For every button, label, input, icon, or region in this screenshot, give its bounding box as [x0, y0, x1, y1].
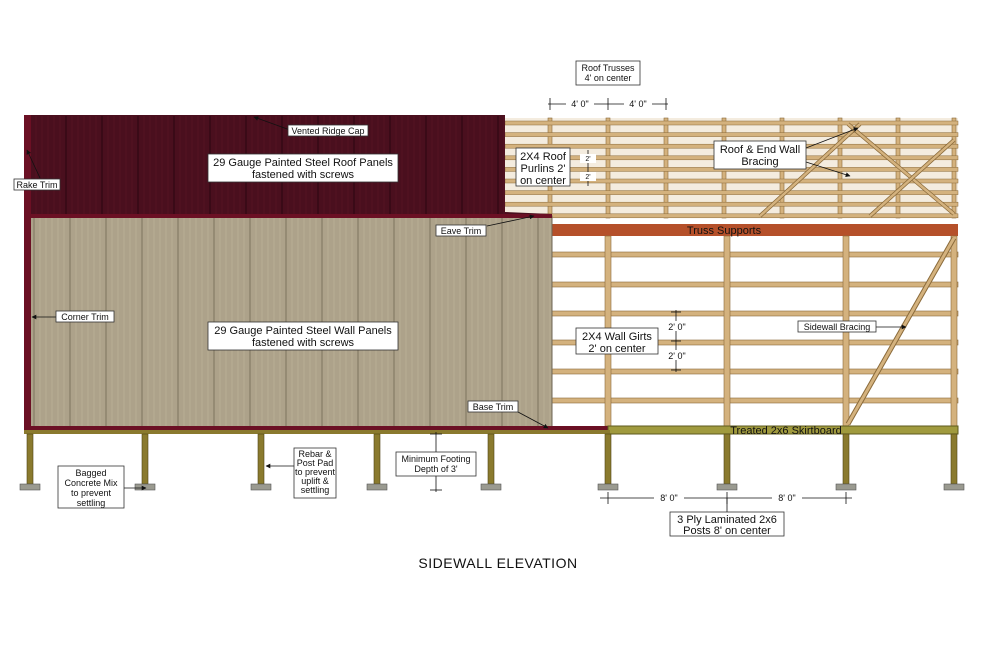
roof-brace-fill [869, 139, 955, 217]
roof-purlin [504, 120, 959, 126]
posts-line-2: Posts 8' on center [683, 525, 771, 537]
footing-post [141, 433, 149, 485]
roof-panels-label: 29 Gauge Painted Steel Roof Panels faste… [207, 153, 399, 183]
roof-brace-fill [759, 123, 861, 217]
wall-panels-label: 29 Gauge Painted Steel Wall Panels faste… [207, 321, 399, 351]
post-pad [480, 483, 502, 491]
rebar-line-3: to prevent [295, 467, 336, 477]
sidewall-bracing-label: Sidewall Bracing [797, 320, 907, 333]
footing-depth-label: Minimum Footing Depth of 3' [395, 432, 477, 492]
sidewall-brace-fill [846, 237, 956, 425]
eave-trim-bar [30, 214, 552, 218]
eave-trim-label: Eave Trim [435, 214, 535, 237]
post-pad [134, 483, 156, 491]
vented-ridge-cap-text: Vented Ridge Cap [291, 126, 364, 136]
footing-post [487, 433, 495, 485]
roof-brace-fill [847, 123, 955, 215]
roof-purlins-line-1: 2X4 Roof [520, 151, 567, 163]
purlin-dim-top: 2' [585, 156, 590, 163]
base-trim-label: Base Trim [467, 400, 549, 429]
rebar-line-2: Post Pad [297, 458, 334, 468]
footing-post [26, 433, 34, 485]
base-trim-bar [24, 426, 610, 430]
roof-purlins-line-2: Purlins 2' [521, 163, 566, 175]
post-pad [835, 483, 857, 491]
sidewall-bracing-text: Sidewall Bracing [804, 322, 871, 332]
roof-purlin [504, 190, 959, 195]
truss-support-band [550, 224, 958, 236]
corner-trim [24, 115, 31, 430]
post-spacing-dimension: 8' 0" 8' 0" 3 Ply Laminated 2x6 Posts 8'… [600, 492, 852, 537]
footing-post [373, 433, 381, 485]
post-pad [19, 483, 41, 491]
roof-trusses-line-1: Roof Trusses [581, 63, 635, 73]
bagged-concrete-label: Bagged Concrete Mix to prevent settling [57, 465, 147, 509]
rebar-post-pad-label: Rebar & Post Pad to prevent uplift & set… [265, 447, 337, 499]
roof-panels-line-2: fastened with screws [252, 169, 355, 181]
posts-line-1: 3 Ply Laminated 2x6 [677, 514, 777, 526]
rake-trim-text: Rake Trim [16, 180, 57, 190]
roof-trusses-line-2: 4' on center [585, 73, 632, 83]
roof-trusses-label: Roof Trusses 4' on center [575, 60, 641, 86]
footing-post-group [19, 433, 965, 491]
post-pad [250, 483, 272, 491]
wall-girts-label: 2X4 Wall Girts 2' on center 2' 0" 2' 0" [575, 310, 692, 372]
roof-purlin [504, 132, 959, 137]
drawing-title: SIDEWALL ELEVATION [418, 555, 577, 571]
purlin-dim-bottom: 2' [585, 174, 590, 181]
skirtboard-under-panels [24, 430, 610, 434]
vented-ridge-cap-label: Vented Ridge Cap [253, 116, 369, 137]
footing-post [604, 433, 612, 485]
truss-dim-left: 4' 0" [571, 99, 588, 109]
truss-dim-right: 4' 0" [629, 99, 646, 109]
wall-post [723, 235, 731, 427]
roof-panels-line-1: 29 Gauge Painted Steel Roof Panels [213, 157, 393, 169]
footing-depth-line-1: Minimum Footing [401, 454, 470, 464]
footing-post [257, 433, 265, 485]
post-pad [366, 483, 388, 491]
truss-spacing-dimension: 4' 0" 4' 0" [548, 98, 668, 110]
corner-trim-text: Corner Trim [61, 312, 109, 322]
roof-purlins-label: 2X4 Roof Purlins 2' on center 2' 2' [515, 147, 596, 187]
rebar-line-4: uplift & [301, 476, 329, 486]
roof-bracing-line-1: Roof & End Wall [720, 144, 800, 156]
truss-supports-text: Truss Supports [687, 225, 762, 237]
rebar-line-5: settling [301, 485, 330, 495]
bagged-line-3: to prevent [71, 488, 112, 498]
corner-trim-label: Corner Trim [31, 310, 115, 323]
roof-purlin [504, 201, 959, 207]
roof-bracing-label: Roof & End Wall Bracing [713, 127, 859, 177]
wall-panels-line-2: fastened with screws [252, 337, 355, 349]
wall-girts-line-2: 2' on center [588, 343, 645, 355]
wall-girts-line-1: 2X4 Wall Girts [582, 331, 652, 343]
rake-trim-label: Rake Trim [13, 149, 61, 191]
roof-purlins-line-3: on center [520, 175, 566, 187]
girt-dim-top: 2' 0" [668, 322, 685, 332]
footing-post [842, 433, 850, 485]
roof-bracing [758, 122, 956, 218]
post-pad [597, 483, 619, 491]
footing-post [723, 433, 731, 485]
base-trim-text: Base Trim [473, 402, 514, 412]
skirtboard-text: Treated 2x6 Skirtboard [730, 425, 841, 437]
bagged-line-2: Concrete Mix [64, 478, 118, 488]
roof-purlin [504, 213, 959, 219]
wall-post [950, 235, 958, 427]
bagged-line-1: Bagged [75, 468, 106, 478]
post-pad [943, 483, 965, 491]
post-pad [716, 483, 738, 491]
rebar-line-1: Rebar & [298, 449, 331, 459]
roof-purlin [504, 178, 959, 184]
girt-dim-bottom: 2' 0" [668, 351, 685, 361]
footing-depth-line-2: Depth of 3' [414, 464, 458, 474]
footing-post [950, 433, 958, 485]
post-dim-right: 8' 0" [778, 493, 795, 503]
roof-bracing-line-2: Bracing [741, 156, 778, 168]
post-dim-left: 8' 0" [660, 493, 677, 503]
eave-trim-text: Eave Trim [441, 226, 482, 236]
bagged-line-4: settling [77, 498, 106, 508]
wall-panels-line-1: 29 Gauge Painted Steel Wall Panels [214, 325, 392, 337]
